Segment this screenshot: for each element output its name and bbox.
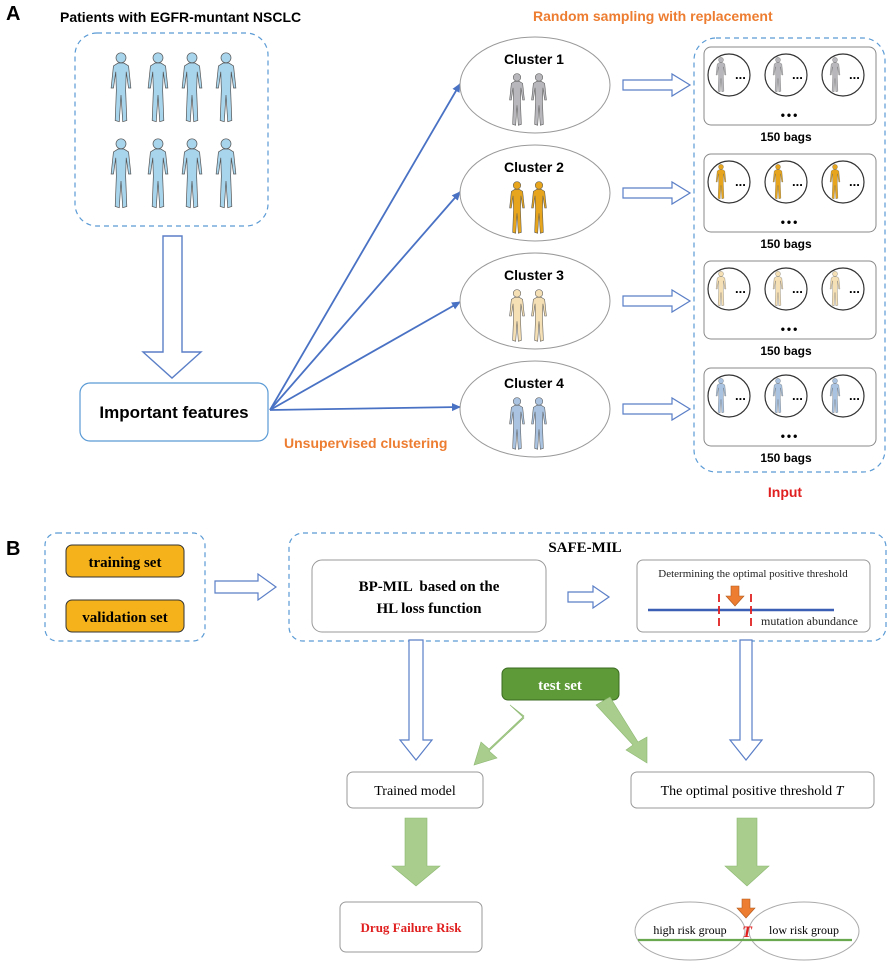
bag-ellipsis: ... <box>792 174 803 189</box>
validation-set-label: validation set <box>82 610 167 626</box>
cluster-1: Cluster 1 <box>459 36 611 134</box>
input-container <box>693 37 886 473</box>
bag-circle: ... <box>764 160 808 204</box>
safemil-to-threshold-arrow <box>728 639 764 761</box>
cluster-to-bags-arrow <box>622 396 692 422</box>
cluster-2: Cluster 2 <box>459 144 611 242</box>
threshold-title: Determining the optimal positive thresho… <box>658 568 848 580</box>
bag-count-label: 150 bags <box>760 451 812 465</box>
patient-figures <box>110 52 237 209</box>
low-risk-ellipse <box>748 901 860 961</box>
bag-circle: ... <box>821 374 865 418</box>
important-features-box <box>79 382 269 442</box>
bag-circle: ... <box>707 267 751 311</box>
optimal-threshold-box <box>630 771 875 809</box>
threshold-to-groups-arrow <box>724 817 770 887</box>
drug-failure-label: Drug Failure Risk <box>361 920 463 935</box>
bag-circle: ... <box>707 53 751 97</box>
cluster-3: Cluster 3 <box>459 252 611 350</box>
bag-ellipsis: ... <box>792 281 803 296</box>
cluster-4: Cluster 4 <box>459 360 611 458</box>
bag-vdots: ••• <box>781 322 800 336</box>
bag-ellipsis: ... <box>849 67 860 82</box>
bp-mil-box <box>311 559 547 633</box>
optimal-threshold-symbol: T <box>836 784 845 799</box>
cluster-label: Cluster 4 <box>504 375 564 391</box>
cluster-label: Cluster 3 <box>504 267 564 283</box>
bag-group-3: ......... ••• 150 bags <box>703 260 877 358</box>
bag-group-4: ......... ••• 150 bags <box>703 367 877 465</box>
high-risk-label: high risk group <box>653 923 726 937</box>
panel-a-label: A <box>6 3 20 25</box>
bp-mil-line1: BP-MIL based on the <box>359 579 500 595</box>
safe-mil-box <box>288 532 887 642</box>
model-to-risk-arrow <box>391 817 441 887</box>
patients-title: Patients with EGFR-muntant NSCLC <box>60 9 301 25</box>
input-label: Input <box>768 484 803 500</box>
bag-group-1: ......... ••• 150 bags <box>703 46 877 144</box>
bag-ellipsis: ... <box>735 174 746 189</box>
cluster-to-bags-arrow <box>622 72 692 98</box>
test-set-box <box>501 667 620 701</box>
threshold-down-arrow <box>725 585 745 607</box>
training-set-label: training set <box>89 555 162 571</box>
bag-ellipsis: ... <box>735 281 746 296</box>
trained-model-box <box>346 771 484 809</box>
bag-circle: ... <box>707 374 751 418</box>
panel-b-label: B <box>6 538 20 560</box>
cluster-arrows <box>269 83 461 412</box>
bag-ellipsis: ... <box>792 388 803 403</box>
down-hollow-arrow <box>141 235 203 379</box>
bag-vdots: ••• <box>781 429 800 443</box>
bag-circle: ... <box>707 160 751 204</box>
patients-box <box>74 32 269 227</box>
mutation-abundance-label: mutation abundance <box>761 614 858 628</box>
bag-ellipsis: ... <box>849 388 860 403</box>
bag-circle: ... <box>821 160 865 204</box>
trained-model-label: Trained model <box>374 784 456 799</box>
test-set-arrows <box>473 696 648 766</box>
datasets-to-safemil-arrow <box>214 572 278 602</box>
sampling-title: Random sampling with replacement <box>533 8 773 24</box>
bag-ellipsis: ... <box>849 281 860 296</box>
bag-vdots: ••• <box>781 215 800 229</box>
bag-vdots: ••• <box>781 108 800 122</box>
bp-to-threshold-arrow <box>567 584 611 610</box>
high-risk-ellipse <box>634 901 746 961</box>
cluster-label: Cluster 2 <box>504 159 564 175</box>
drug-failure-box <box>339 901 483 953</box>
bag-count-label: 150 bags <box>760 237 812 251</box>
cluster-to-bags-arrow <box>622 288 692 314</box>
optimal-threshold-text: The optimal positive threshold T <box>661 784 845 799</box>
group-threshold-symbol: T <box>742 924 753 941</box>
bag-ellipsis: ... <box>792 67 803 82</box>
bag-circle: ... <box>764 53 808 97</box>
bag-ellipsis: ... <box>735 388 746 403</box>
bag-ellipsis: ... <box>849 174 860 189</box>
cluster-to-bags-arrow <box>622 180 692 206</box>
bag-group-2: ......... ••• 150 bags <box>703 153 877 251</box>
bp-mil-line2: HL loss function <box>376 601 482 617</box>
bag-circle: ... <box>821 53 865 97</box>
bag-count-label: 150 bags <box>760 130 812 144</box>
training-set-box <box>65 544 185 578</box>
bag-circle: ... <box>764 374 808 418</box>
safe-mil-title: SAFE-MIL <box>548 540 621 556</box>
optimal-threshold-label: The optimal positive threshold <box>661 784 832 799</box>
bag-ellipsis: ... <box>735 67 746 82</box>
bag-circle: ... <box>821 267 865 311</box>
datasets-box <box>44 532 206 642</box>
bag-circle: ... <box>764 267 808 311</box>
safemil-to-model-arrow <box>398 639 434 761</box>
bag-count-label: 150 bags <box>760 344 812 358</box>
important-features-label: Important features <box>99 403 248 422</box>
group-threshold-arrow <box>736 898 756 919</box>
low-risk-label: low risk group <box>769 923 839 937</box>
cluster-label: Cluster 1 <box>504 51 564 67</box>
threshold-box <box>636 559 871 633</box>
validation-set-box <box>65 599 185 633</box>
unsupervised-label: Unsupervised clustering <box>284 435 447 451</box>
test-set-label: test set <box>538 678 582 694</box>
